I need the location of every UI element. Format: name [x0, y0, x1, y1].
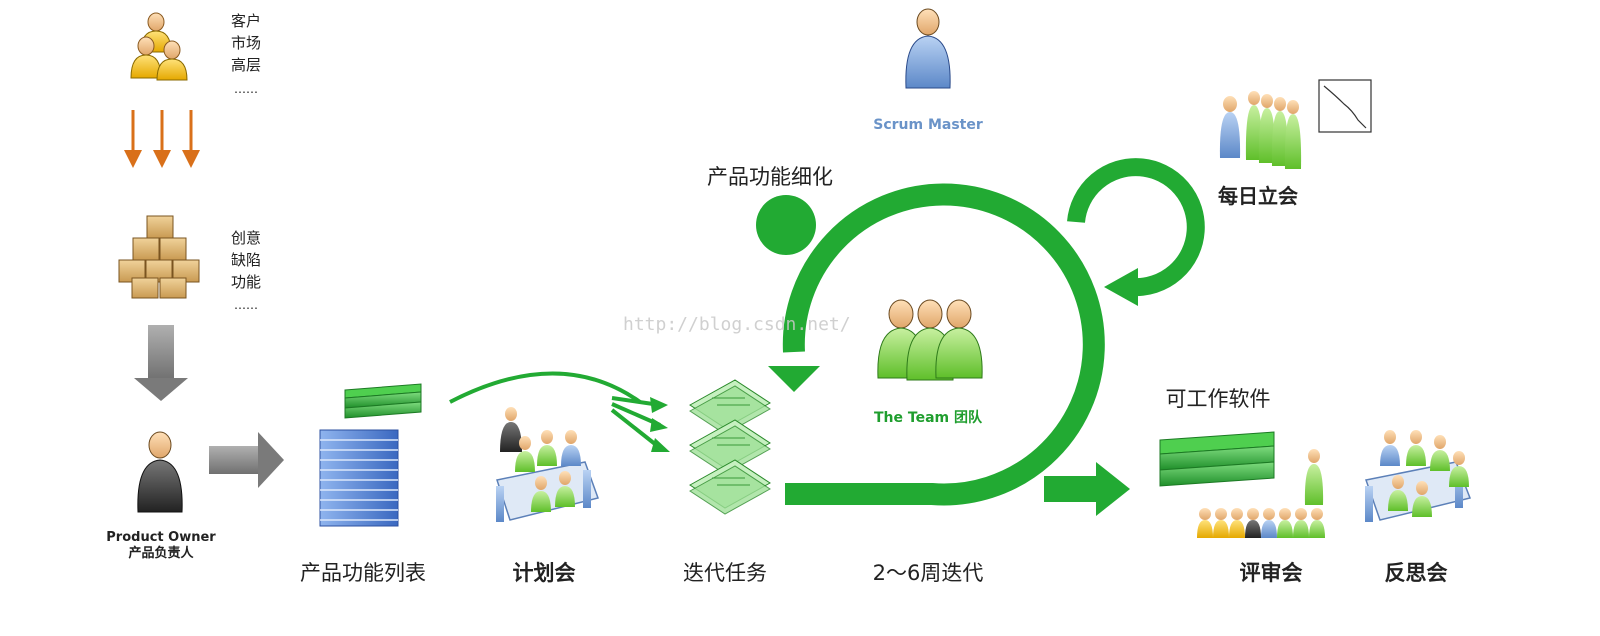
team-icon [877, 299, 983, 381]
idea-line: 功能 [231, 273, 261, 291]
orange-down-arrows [124, 110, 200, 168]
product-owner-icon [137, 431, 183, 513]
idea-line: …… [234, 298, 258, 312]
stakeholder-line: 高层 [231, 56, 261, 74]
scrum-master-icon [905, 8, 951, 89]
sprint-tasks-icon [689, 379, 771, 515]
product-owner-subtitle: 产品负责人 [128, 545, 194, 561]
retro-label: 反思会 [1385, 561, 1448, 585]
product-owner-title: Product Owner [106, 530, 216, 545]
backlog-stack-icon [319, 383, 422, 527]
planning-meeting-icon [496, 407, 599, 522]
burndown-chart-icon [1318, 79, 1372, 133]
standup-icon [1219, 91, 1302, 169]
review-label: 评审会 [1240, 561, 1303, 585]
stakeholder-line: 市场 [231, 34, 261, 52]
sprint-cycle [756, 158, 1205, 516]
idea-line: 缺陷 [231, 251, 261, 269]
stakeholder-list: 客户 市场 高层 …… [231, 12, 261, 96]
software-increment-icon [1159, 431, 1275, 487]
working-software-label: 可工作软件 [1166, 387, 1271, 411]
idea-list: 创意 缺陷 功能 …… [231, 229, 261, 312]
gray-down-arrow [134, 325, 188, 401]
planning-label: 计划会 [513, 561, 576, 585]
idea-line: 创意 [231, 229, 261, 247]
review-meeting-icon [1197, 449, 1325, 538]
stakeholder-line: 客户 [231, 12, 261, 30]
gray-right-arrow [209, 432, 284, 488]
boxes-icon [118, 215, 200, 299]
watermark: http://blog.csdn.net/ [623, 314, 851, 335]
refinement-label: 产品功能细化 [707, 165, 833, 189]
team-label: The Team 团队 [874, 409, 983, 426]
sprint-tasks-label: 迭代任务 [683, 561, 767, 585]
backlog-label: 产品功能列表 [300, 561, 426, 585]
scrum-master-label: Scrum Master [873, 117, 983, 133]
iteration-label: 2～6周迭代 [873, 561, 984, 585]
retro-meeting-icon [1365, 430, 1472, 522]
stakeholder-line: …… [234, 82, 258, 96]
daily-standup-label: 每日立会 [1218, 184, 1298, 208]
stakeholder-group-icon [130, 12, 188, 81]
selection-arrows [449, 371, 662, 450]
selection-arrowheads [650, 397, 670, 452]
